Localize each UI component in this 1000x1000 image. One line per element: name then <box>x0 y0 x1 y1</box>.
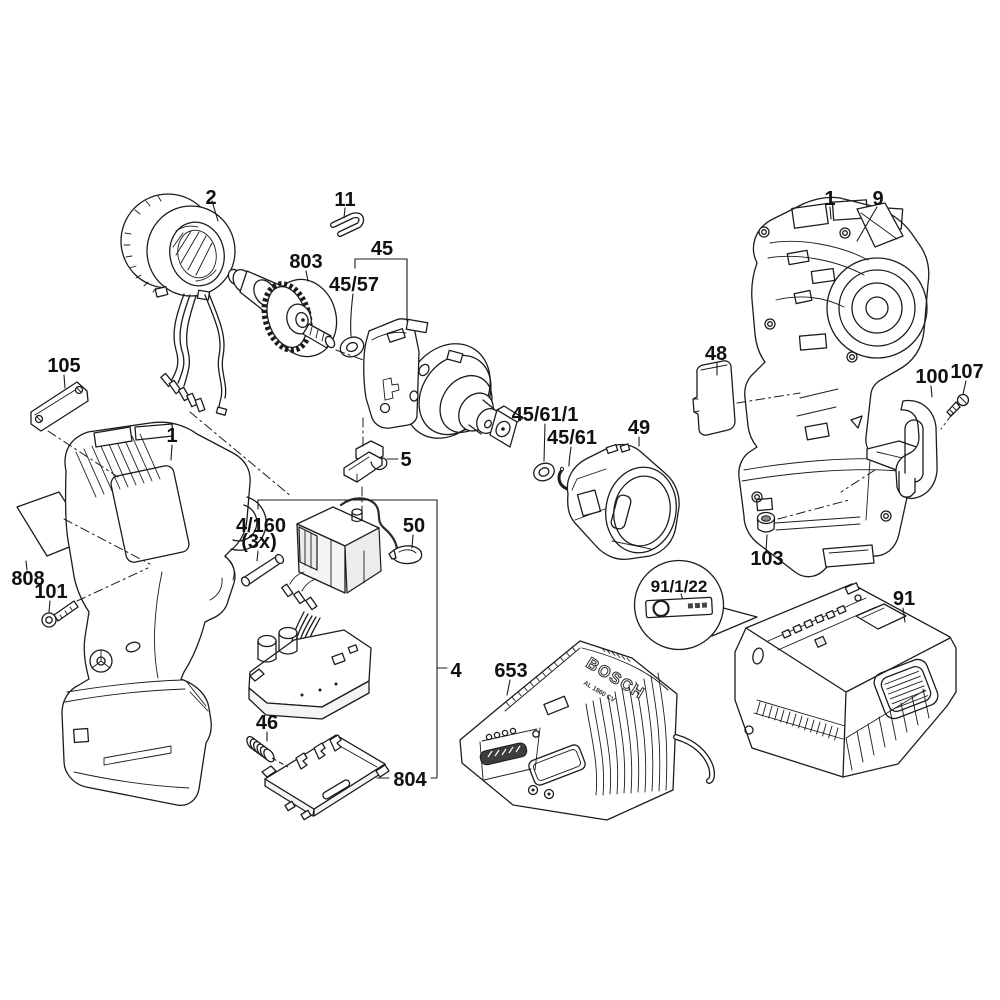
label-insulation-plate: 48 <box>705 343 727 365</box>
label-pushbutton: 5 <box>400 449 411 471</box>
label-switch-assembly: 4 <box>450 660 462 682</box>
battery-detail-callout <box>633 559 758 651</box>
part-labels: 2 11 803 45 45/57 45/61/1 45/61 49 1 9 4… <box>11 187 983 791</box>
label-washer-45-61-1: 45/61/1 <box>512 404 579 426</box>
label-circlip-45-61: 45/61 <box>547 427 597 449</box>
label-pin-qty: (3x) <box>241 531 277 553</box>
pin-drawing <box>240 553 285 587</box>
handle-screw-drawing <box>41 600 79 628</box>
label-belt-clip: 100 <box>915 366 948 388</box>
charger-drawing: BOSCH AL 1860 CV <box>459 640 716 821</box>
clip-screw-drawing <box>946 393 970 417</box>
stator-drawing <box>120 193 236 416</box>
label-sticker-left: 808 <box>11 568 44 590</box>
armature-drawing <box>227 268 338 358</box>
switch-module-drawing <box>248 497 399 720</box>
label-battery: 91 <box>893 588 915 610</box>
name-plate-drawing <box>30 381 89 432</box>
label-cap: 103 <box>750 548 783 570</box>
label-contact-plate: 804 <box>393 769 427 791</box>
contact-plate-drawing <box>261 734 390 821</box>
battery-drawing <box>734 582 957 778</box>
washer-45-57-drawing <box>339 336 365 358</box>
label-spring: 46 <box>256 712 278 734</box>
label-clip-screw: 107 <box>950 361 983 383</box>
label-armature: 803 <box>289 251 322 273</box>
washer-45-61-1-drawing <box>533 462 555 482</box>
pushbutton-drawing <box>343 440 388 483</box>
belt-clip-drawing <box>866 399 938 500</box>
sticker-9-drawing <box>856 202 904 248</box>
retaining-clip-drawing <box>330 212 365 237</box>
label-housing-left: 1 <box>166 425 177 447</box>
label-name-plate: 105 <box>47 355 80 377</box>
lever-drawing <box>388 545 423 565</box>
label-clip: 11 <box>334 189 355 211</box>
right-housing-drawing <box>738 196 930 578</box>
leader-lines <box>25 200 967 779</box>
label-battery-detail: 91/1/22 <box>651 577 708 596</box>
bearing-cover-drawing <box>566 443 680 561</box>
label-pin: 4/160 <box>236 515 286 537</box>
label-lever: 50 <box>403 515 425 537</box>
label-charger: 653 <box>494 660 527 682</box>
impact-mechanism-drawing <box>363 318 524 448</box>
label-stator: 2 <box>205 187 216 209</box>
label-washer-45-57: 45/57 <box>329 274 379 296</box>
label-sticker-right: 9 <box>872 188 883 210</box>
label-washer-group: 45 <box>371 238 393 260</box>
left-housing-drawing <box>61 421 267 806</box>
label-handle-screw: 101 <box>34 581 67 603</box>
cap-drawing <box>756 511 776 533</box>
insulation-plate-drawing <box>692 360 736 436</box>
label-bearing-cover: 49 <box>628 417 650 439</box>
label-housing-right: 1 <box>824 188 835 210</box>
spring-drawing <box>246 736 275 763</box>
